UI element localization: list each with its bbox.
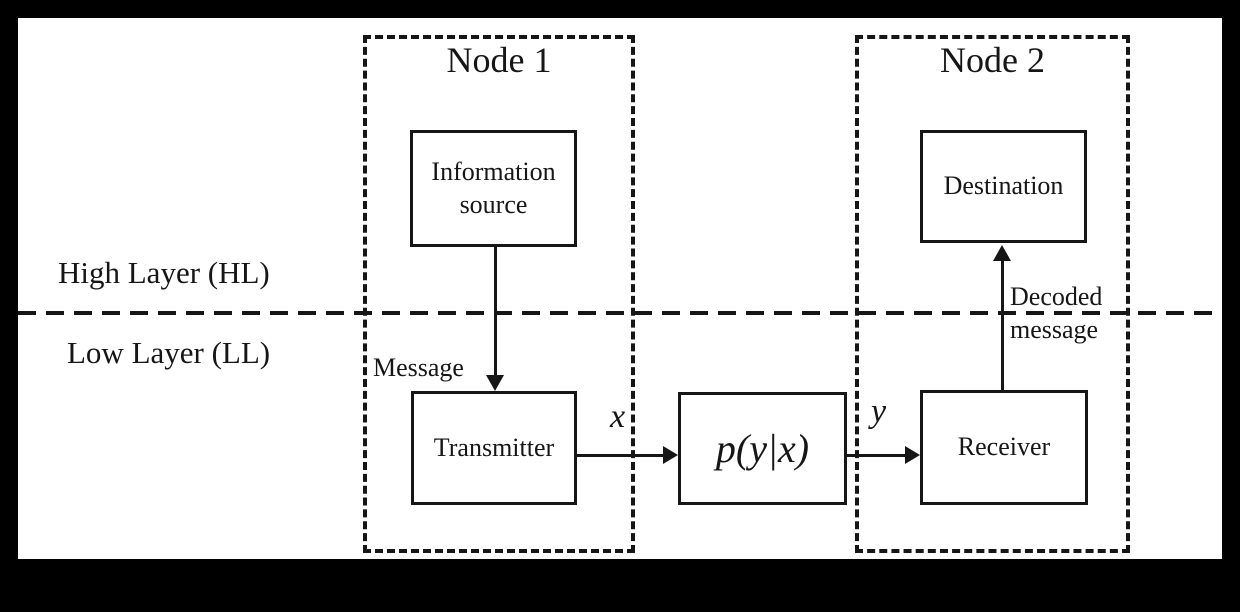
- decoded-message-label: Decoded message: [1010, 280, 1102, 346]
- receiver-label: Receiver: [957, 432, 1051, 462]
- information-source-label: Information source: [431, 157, 556, 219]
- y-signal-label: y: [871, 393, 887, 430]
- high-layer-label: High Layer (HL): [58, 255, 270, 290]
- y-arrowhead-right-icon: [905, 446, 920, 464]
- decoded-message-line2: message: [1010, 315, 1099, 344]
- transmitter-label: Transmitter: [433, 432, 555, 462]
- decoded-arrowhead-up-icon: [993, 245, 1011, 261]
- message-arrowhead-down-icon: [486, 375, 504, 391]
- channel-block: p(y|x): [678, 392, 847, 505]
- y-arrow-line: [847, 454, 907, 457]
- node2-dashed-box: [855, 35, 1130, 553]
- x-signal-label: x: [610, 398, 626, 435]
- decoded-arrow-line: [1001, 259, 1004, 390]
- x-arrowhead-right-icon: [663, 446, 678, 464]
- node1-dashed-box: [363, 35, 635, 553]
- destination-block: Destination: [920, 130, 1087, 243]
- diagram-canvas: Node 1 Node 2 High Layer (HL) Low Layer …: [18, 18, 1222, 559]
- channel-label: p(y|x): [715, 425, 810, 471]
- message-label: Message: [373, 353, 464, 382]
- node2-title: Node 2: [940, 40, 1045, 80]
- destination-label: Destination: [943, 171, 1064, 201]
- node1-title: Node 1: [446, 40, 552, 80]
- decoded-message-line1: Decoded: [1010, 282, 1103, 311]
- transmitter-block: Transmitter: [411, 391, 577, 505]
- x-arrow-line: [577, 454, 665, 457]
- layer-divider-dashed-line: [18, 311, 1222, 315]
- receiver-block: Receiver: [920, 390, 1088, 505]
- message-arrow-line: [494, 247, 497, 377]
- low-layer-label: Low Layer (LL): [67, 335, 271, 370]
- information-source-block: Information source: [410, 130, 577, 247]
